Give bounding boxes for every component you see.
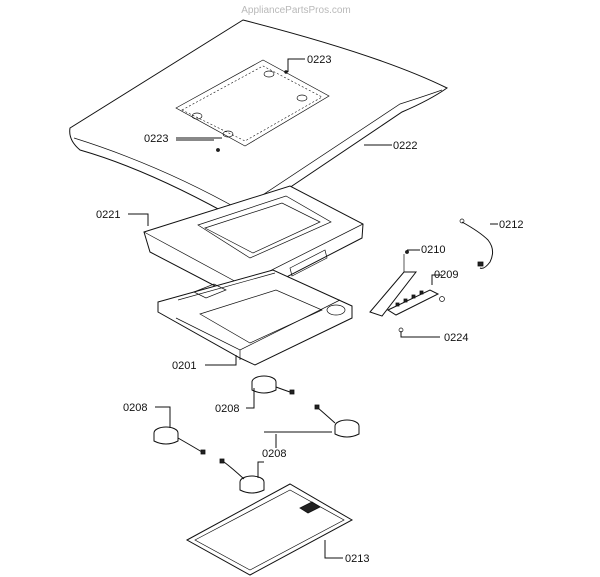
part-0201-base: [157, 269, 353, 366]
label-0201: 0201: [172, 360, 196, 372]
label-0223-top: 0223: [307, 54, 331, 66]
part-0222-cover: [69, 19, 448, 222]
label-0224: 0224: [444, 332, 468, 344]
part-0209-switch: [386, 289, 440, 316]
part-0208-knob-bottom: [219, 458, 265, 494]
label-0213: 0213: [345, 553, 369, 565]
leader-lines: [128, 58, 498, 559]
label-0209: 0209: [434, 269, 458, 281]
part-0208-knob-left: [153, 426, 206, 455]
part-0210-bracket: [369, 250, 418, 317]
part-0213-filter: [185, 483, 354, 576]
label-0222: 0222: [393, 140, 417, 152]
label-0210: 0210: [421, 244, 445, 256]
part-0212-wire: [459, 218, 494, 269]
watermark-text: AppliancePartsPros.com: [241, 5, 351, 16]
label-0221: 0221: [96, 209, 120, 221]
label-0223-left: 0223: [144, 133, 168, 145]
label-0208-bottom: 0208: [262, 448, 286, 460]
label-0208-left: 0208: [123, 402, 147, 414]
label-0212: 0212: [499, 219, 523, 231]
label-0208-mid: 0208: [215, 403, 239, 415]
part-0208-knob-mid: [251, 375, 295, 395]
part-0208-knob-right: [314, 404, 360, 438]
